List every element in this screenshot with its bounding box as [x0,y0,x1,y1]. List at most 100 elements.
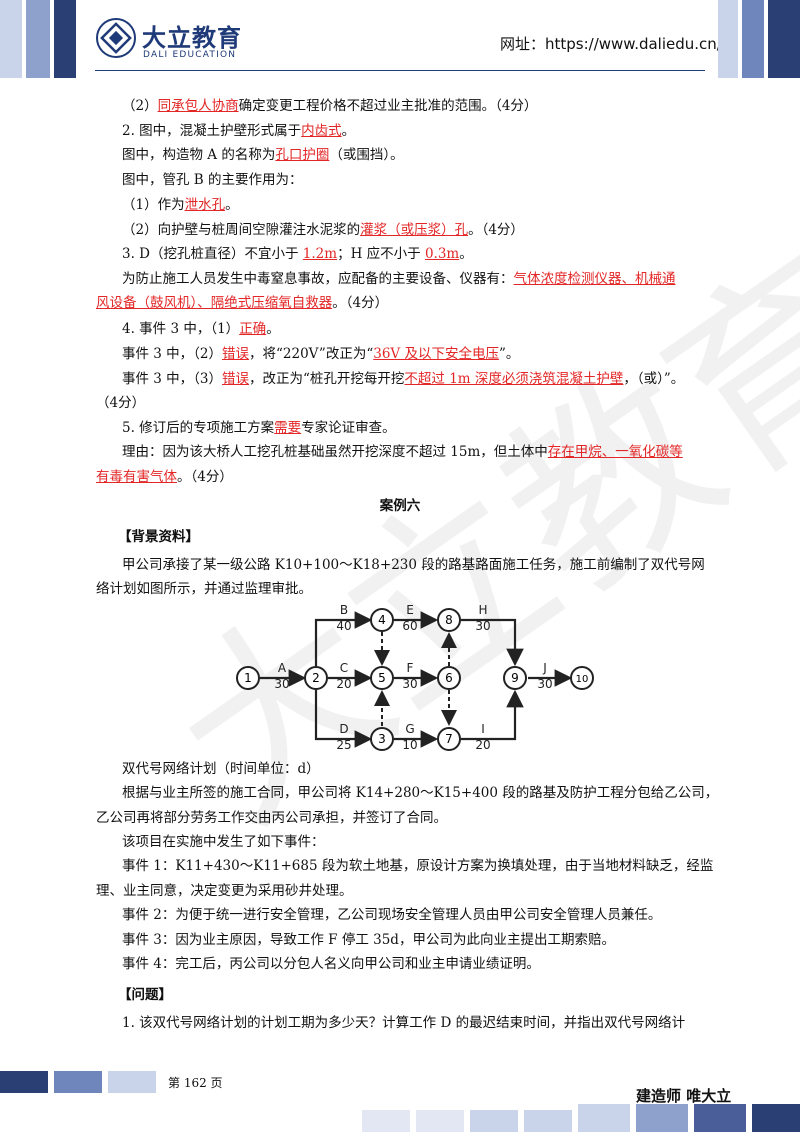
network-node-label: 10 [576,674,589,685]
answer-line: 2. 图中，混凝土护壁形式属于内齿式。 [122,122,355,140]
page-header: 大立教育 DALI EDUCATION 网址：https://www.dalie… [0,0,800,78]
answer-text: ，（或）”。 [623,371,685,387]
network-node-label: 4 [378,613,386,627]
page-number: 第 162 页 [168,1076,223,1090]
answer-text: 4. 事件 3 中，（1） [122,321,240,337]
answer-line: 事件 3 中，（2）错误，将“220V”改正为“36V 及以下安全电压”。 [122,345,519,363]
after-line-4: 事件 1：K11+430～K11+685 段为软土地基，原设计方案为换填处理，由… [122,858,714,874]
footer-bar-6 [470,1110,518,1132]
footer-bar-10 [694,1104,746,1132]
activity-name-B: B [340,603,348,617]
answer-text: ，改正为“桩孔开挖每开挖 [249,371,405,387]
answer-text: 。（4分） [468,222,524,238]
answer-line: 图中，管孔 B 的主要作用为： [122,171,303,189]
bg-line-1: 甲公司承接了某一级公路 K10+100～K18+230 段的路基路面施工任务，施… [122,557,705,573]
activity-duration-G: 10 [402,738,417,752]
answer-text: 3. D（挖孔桩直径）不宜小于 [122,246,303,262]
after-line-3: 该项目在实施中发生了如下事件： [122,834,325,850]
network-node-7 [437,727,461,751]
question-heading: 【问题】 [118,987,172,1003]
answer-highlight: 气体浓度检测仪器、机械通 [513,271,676,287]
answer-highlight: 不超过 1m 深度必须浇筑混凝土护壁 [404,371,624,387]
footer-slogan: 建造师 唯大立 [636,1087,732,1105]
answer-line: 理由：因为该大桥人工挖孔桩基础虽然开挖深度不超过 15m，但土体中存在甲烷、一氧… [122,443,683,461]
network-node-label: 2 [312,671,320,685]
arrow-H [461,618,524,667]
header-stripe-left-2 [26,0,50,78]
answer-text: 。 [341,123,356,139]
activity-name-I: I [481,722,485,736]
answer-text: 。（4分） [332,295,389,311]
answer-text: 确定变更工程价格不超过业主批准的范围。（4分） [238,98,538,114]
activity-name-F: F [407,661,414,675]
activity-name-E: E [406,603,414,617]
network-node-label: 9 [511,671,519,685]
answer-line: （2）同承包人协商确定变更工程价格不超过业主批准的范围。（4分） [122,97,537,115]
answer-text: 5. 修订后的专项施工方案 [122,420,275,436]
answer-line: 有毒有害气体。（4分） [96,468,233,486]
after-line-1: 根据与业主所签的施工合同，甲公司将 K14+280～K15+400 段的路基及防… [122,785,719,801]
answer-text: 。 [266,321,280,337]
footer-bar-4 [362,1110,410,1132]
network-node-4 [370,608,394,632]
answer-line: 为防止施工人员发生中毒窒息事故，应配备的主要设备、仪器有：气体浓度检测仪器、机械… [122,270,676,288]
answer-highlight: 灌浆（或压浆）孔 [360,222,469,238]
network-node-1 [236,666,260,690]
answer-text: 。 [225,197,239,213]
answer-line: 4. 事件 3 中，（1）正确。 [122,320,280,338]
footer-bar-1 [0,1071,48,1093]
activity-duration-H: 30 [475,619,490,633]
brand-name: 大立教育 [142,24,242,52]
network-node-label: 5 [378,671,386,685]
answer-line: 图中，构造物 A 的名称为孔口护圈（或围挡）。 [122,146,404,164]
footer-bar-3 [108,1071,156,1093]
answer-text: 图中，构造物 A 的名称为 [122,147,276,163]
activity-duration-D: 25 [336,738,351,752]
header-stripe-left-3 [54,0,76,78]
network-node-8 [437,608,461,632]
header-stripe-right-1 [718,0,738,78]
activity-name-J: J [542,661,547,675]
case-title: 案例六 [379,498,421,514]
answer-highlight: 孔口护圈 [275,147,330,163]
answer-text: 。（4分） [177,469,233,485]
answer-text: 理由：因为该大桥人工挖孔桩基础虽然开挖深度不超过 15m，但土体中 [122,444,548,460]
answer-highlight: 正确 [239,321,267,337]
activity-duration-C: 20 [336,677,351,691]
activity-duration-E: 60 [402,619,417,633]
after-line-2: 乙公司再将部分劳务工作交由丙公司承担，并签订了合同。 [96,810,447,826]
network-node-label: 8 [445,613,453,627]
answer-text: （1）作为 [122,197,185,213]
network-node-3 [370,727,394,751]
website-url[interactable]: 网址：https://www.daliedu.cn/ [500,35,722,53]
after-line-6: 事件 2：为便于统一进行安全管理，乙公司现场安全管理人员由甲公司安全管理人员兼任… [122,907,662,923]
diagram-caption: 双代号网络计划（时间单位：d） [122,761,320,777]
answer-text: ；H 应不小于 [337,246,425,262]
network-node-10 [570,666,594,690]
answer-text: 事件 3 中，（3） [122,371,223,387]
answer-text: 为防止施工人员发生中毒窒息事故，应配备的主要设备、仪器有： [122,271,514,287]
answer-line: 3. D（挖孔桩直径）不宜小于 1.2m；H 应不小于 0.3m。 [122,245,473,263]
answer-line: （2）向护壁与桩周间空隙灌注水泥浆的灌浆（或压浆）孔。（4分） [122,221,524,239]
activity-name-A: A [278,661,287,675]
answer-text: （4分） [96,395,146,411]
activity-name-G: G [405,722,414,736]
answer-highlight: 内齿式 [301,123,342,139]
dali-logo-icon [96,18,136,58]
activity-name-H: H [478,603,487,617]
answer-highlight: 错误 [222,371,250,387]
network-node-9 [503,666,527,690]
activity-name-C: C [340,661,348,675]
network-node-label: 1 [244,671,252,685]
answer-text: 。 [459,246,473,262]
activity-duration-A: 30 [274,677,289,691]
activity-duration-J: 30 [537,677,552,691]
answer-text: 专家论证审查。 [301,420,396,436]
answer-text: （或围挡）。 [329,147,404,163]
header-stripe-right-3 [768,0,800,78]
header-stripe-right-2 [742,0,764,78]
answer-highlight: 0.3m [424,246,460,262]
footer-bar-8 [578,1104,630,1132]
arrow-I [461,689,524,741]
